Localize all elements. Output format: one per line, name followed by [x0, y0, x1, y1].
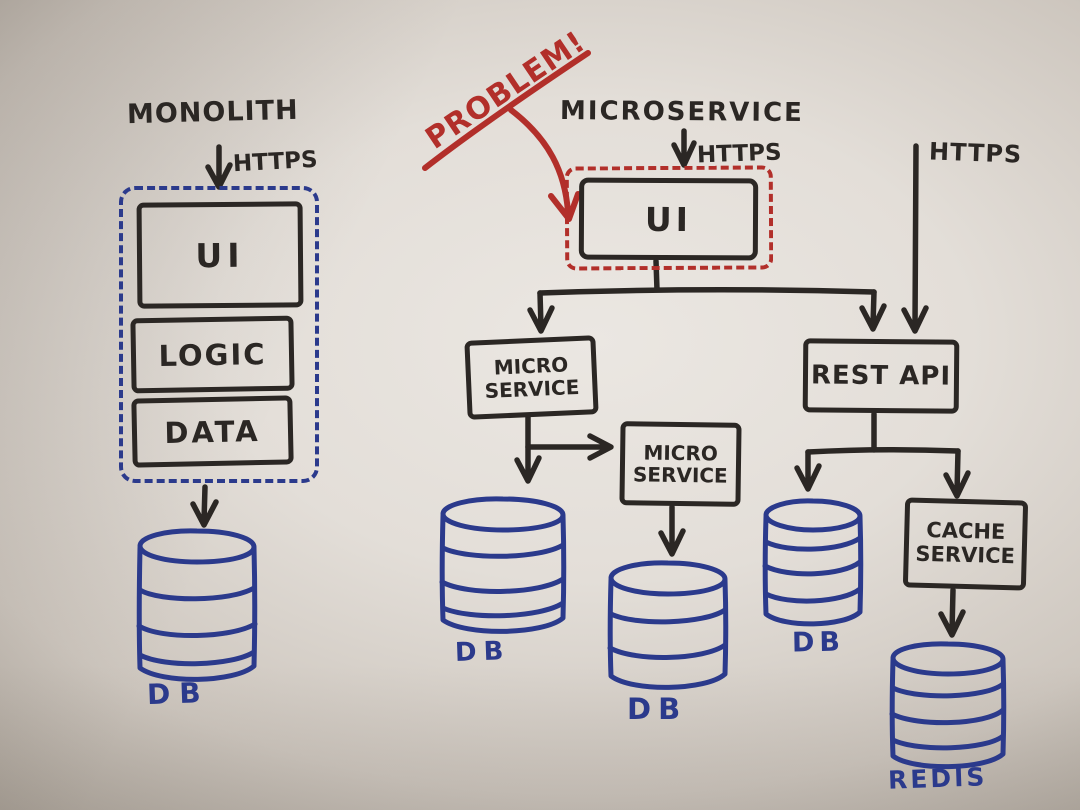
- micro-service-mid-label-line2: SERVICE: [632, 462, 728, 488]
- https-right-arrow: [901, 143, 929, 334]
- monolith-logic-label: LOGIC: [158, 336, 267, 373]
- redis-cylinder: [889, 641, 1007, 770]
- cache-service-label-line2: SERVICE: [915, 541, 1016, 569]
- db-mid-cylinder: [607, 560, 729, 690]
- monolith-https-arrow: [205, 144, 233, 190]
- db-left-label: DB: [454, 636, 511, 668]
- db-mid-label: DB: [627, 692, 688, 726]
- microservice-ui-label: UI: [644, 199, 693, 239]
- monolith-db-cylinder: [136, 528, 258, 682]
- db-right-cylinder: [762, 498, 864, 627]
- monolith-logic-box: LOGIC: [130, 315, 295, 394]
- cache-service-redis-arrow: [938, 587, 966, 638]
- monolith-ui-box: UI: [136, 201, 304, 309]
- rest-api-connectors: [794, 411, 971, 499]
- micro-service-left-connectors: [514, 414, 614, 484]
- cache-service-box: CACHE SERVICE: [902, 497, 1029, 591]
- monolith-https-label: HTTPS: [232, 146, 319, 178]
- microservice-https-label: HTTPS: [696, 139, 783, 169]
- microservice-title: MICROSERVICE: [559, 95, 805, 129]
- db-right-label: DB: [791, 626, 846, 659]
- monolith-ui-label: UI: [195, 235, 245, 275]
- micro-service-mid-db-arrow: [658, 504, 686, 557]
- redis-label: REDIS: [887, 762, 988, 795]
- monolith-db-arrow: [190, 484, 219, 528]
- micro-service-mid-box: MICRO SERVICE: [619, 421, 742, 507]
- problem-annotation: PROBLEM!: [419, 23, 592, 157]
- micro-service-left-box: MICRO SERVICE: [464, 335, 599, 420]
- https-right-label: HTTPS: [928, 137, 1023, 169]
- monolith-data-box: DATA: [131, 395, 294, 468]
- micro-service-mid-label-line1: MICRO: [643, 440, 719, 466]
- monolith-container: [119, 186, 319, 483]
- micro-service-left-label-line2: SERVICE: [484, 374, 580, 403]
- db-left-cylinder: [439, 496, 567, 634]
- microservice-ui-box: UI: [578, 177, 759, 261]
- monolith-title: MONOLITH: [126, 94, 300, 131]
- cache-service-label-line1: CACHE: [926, 518, 1006, 545]
- monolith-data-label: DATA: [164, 413, 261, 450]
- monolith-db-label: DB: [146, 675, 211, 712]
- rest-api-label: REST API: [810, 360, 952, 392]
- ui-branch-connectors: [527, 258, 887, 334]
- microservice-https-arrow: [671, 128, 697, 168]
- rest-api-box: REST API: [802, 338, 960, 414]
